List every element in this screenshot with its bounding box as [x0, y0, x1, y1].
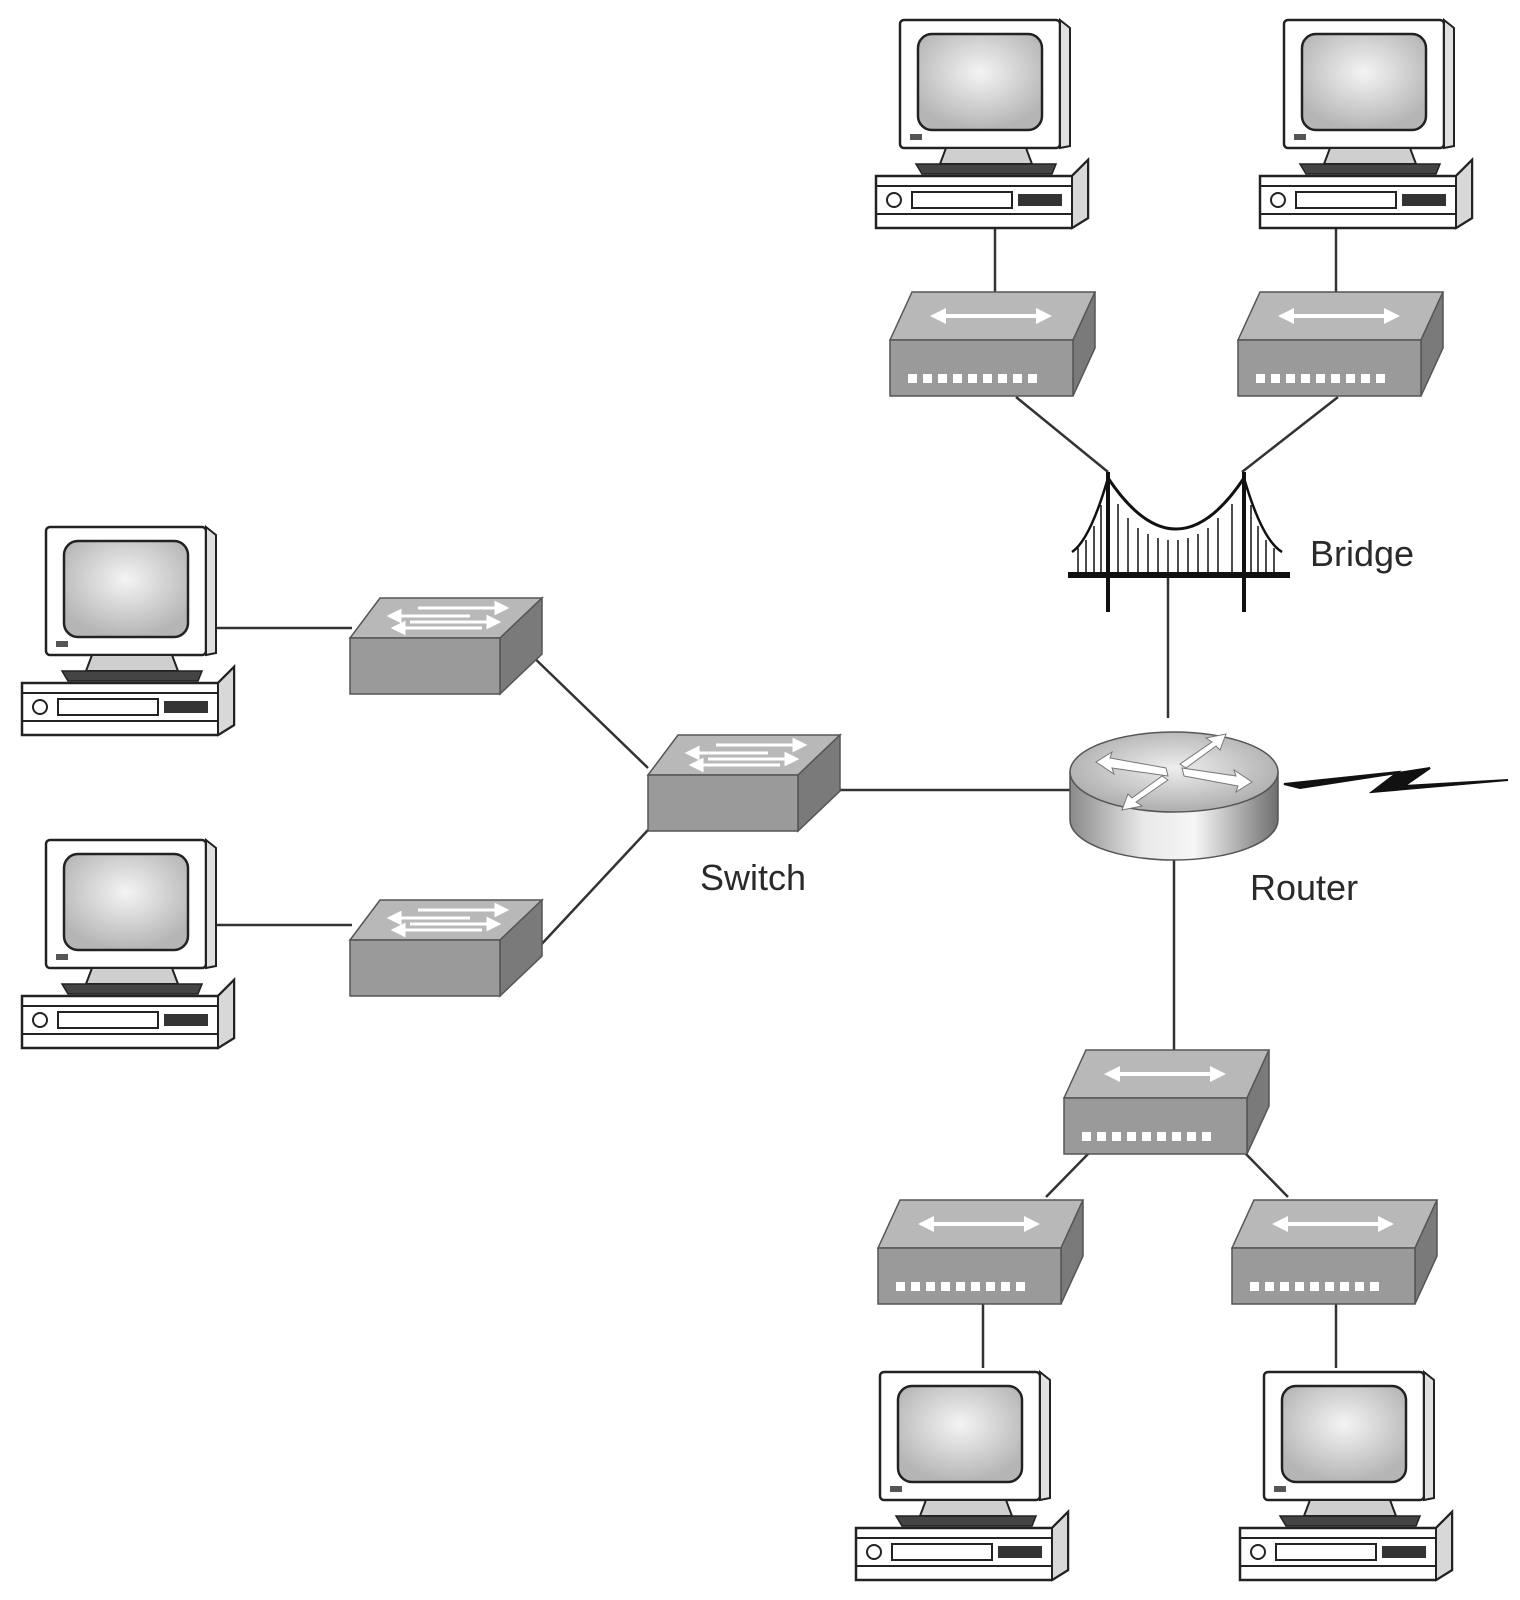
router-label: Router	[1250, 867, 1358, 908]
switch-left-bottom	[348, 898, 544, 998]
hub-bottom-left	[876, 1198, 1085, 1306]
pc-bottom-right	[1238, 1370, 1454, 1582]
bridge-icon	[1068, 472, 1290, 612]
hub-bottom-center	[1062, 1048, 1271, 1156]
router-icon	[1069, 731, 1279, 861]
switch-left-top	[348, 596, 544, 696]
lightning-bolt-icon	[1283, 767, 1509, 794]
switch-central	[646, 733, 842, 833]
pc-left-bottom	[20, 838, 236, 1050]
hub-top-left	[888, 290, 1097, 398]
pc-left-top	[20, 525, 236, 737]
switch-label: Switch	[700, 857, 806, 898]
bridge-label: Bridge	[1310, 533, 1414, 574]
pc-bottom-left	[854, 1370, 1070, 1582]
pc-top-right	[1258, 18, 1474, 230]
hub-top-right	[1236, 290, 1445, 398]
connection-lines	[215, 228, 1339, 1368]
pc-top-left	[874, 18, 1090, 230]
hub-bottom-right	[1230, 1198, 1439, 1306]
